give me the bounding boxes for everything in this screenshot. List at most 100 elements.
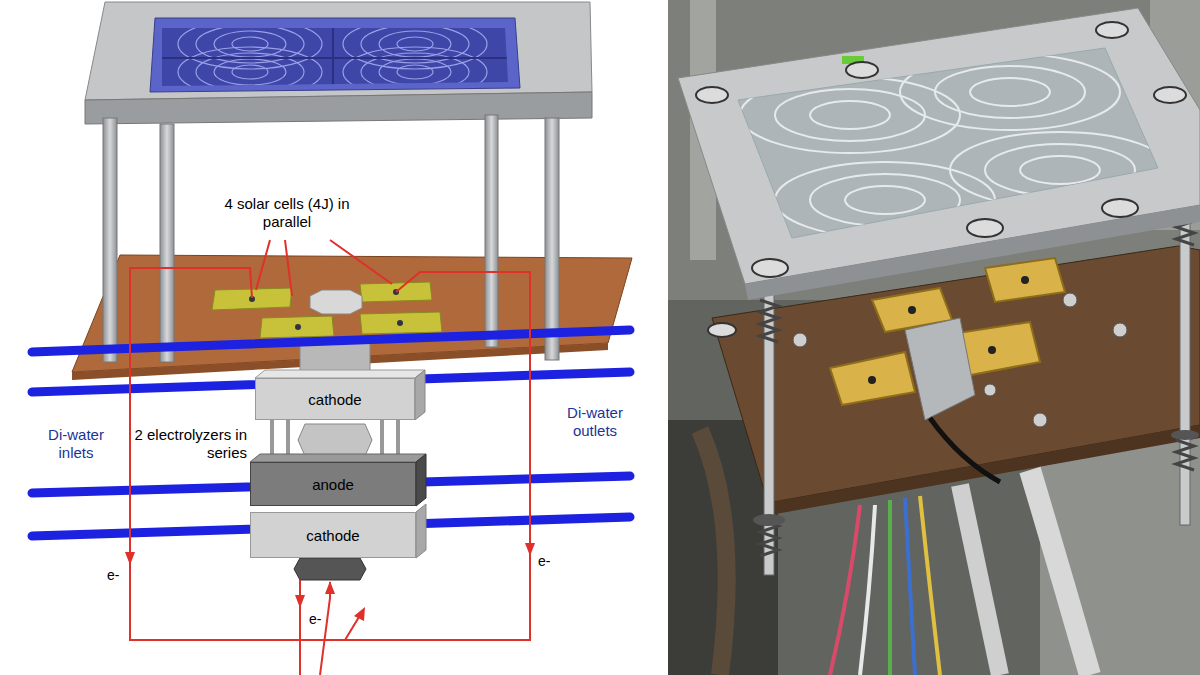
fresnel-lens <box>397 37 433 51</box>
electron-flow-label: e- <box>537 552 551 570</box>
photo-bolt <box>967 219 1003 237</box>
photo-top-plate <box>900 54 1120 130</box>
fresnel-lens <box>379 59 451 85</box>
solar-cell <box>295 324 301 330</box>
electron-flow-label: e- <box>106 566 120 584</box>
photo-top-plate <box>740 54 1170 238</box>
photo-top-plate <box>970 78 1050 106</box>
photo-bolt <box>1096 22 1128 38</box>
concentrator-plate <box>150 18 520 92</box>
photo-mount <box>905 318 975 420</box>
fresnel-lens <box>162 57 508 59</box>
water-pipe <box>32 476 630 493</box>
photo-bolt <box>696 22 1186 337</box>
photo-bolt <box>1102 199 1138 217</box>
wire <box>256 240 270 290</box>
support-leg <box>160 124 174 362</box>
wire <box>345 272 530 640</box>
photo-rod <box>753 514 785 526</box>
photo-mount <box>793 293 1127 482</box>
photo-cables <box>700 430 1090 675</box>
photo-top-plate <box>1020 156 1100 184</box>
electrode-block: cathode <box>250 512 416 558</box>
concentrator-plate <box>162 28 508 86</box>
photo-mount <box>984 384 996 396</box>
electrode-block: anode <box>250 462 416 506</box>
photo-cables <box>960 485 1000 675</box>
photo-cables <box>700 430 727 675</box>
photo-cables <box>830 505 860 675</box>
concentrator-plate <box>85 2 592 100</box>
callout-label: Di-water outlets <box>552 404 638 440</box>
photo-solar-cell <box>985 258 1065 302</box>
photo-top-plate <box>740 77 960 153</box>
fresnel-lens <box>178 19 322 69</box>
photo-mount <box>1113 323 1127 337</box>
fresnel-lens <box>162 19 508 97</box>
solar-cell <box>212 282 442 338</box>
wire <box>130 240 530 675</box>
photo-top-plate <box>678 8 1200 284</box>
fresnel-lens <box>343 47 487 97</box>
photo-top-plate <box>775 162 995 238</box>
photo-cables <box>888 500 892 675</box>
water-pipe <box>32 330 630 536</box>
photo-rod <box>760 300 778 342</box>
photo-mount <box>1063 293 1077 307</box>
wire <box>130 268 362 640</box>
photo-top-plate <box>678 8 1200 300</box>
wire <box>299 580 301 675</box>
photo-top-plate <box>810 174 960 226</box>
photo-solar-cell <box>1021 276 1029 284</box>
photo-cables <box>860 505 875 675</box>
photo-cables <box>905 498 915 675</box>
electrolyzer-stack <box>415 370 425 420</box>
photo-top-plate <box>845 186 925 214</box>
electrolyzer-stack <box>250 454 426 462</box>
photo-cables <box>1030 470 1090 675</box>
support-leg <box>545 118 559 360</box>
solar-cell <box>397 320 403 326</box>
photo-bolt <box>752 259 788 277</box>
photo-mount <box>930 418 1000 482</box>
photo-background <box>668 0 1200 675</box>
electrode-label: cathode <box>308 391 361 408</box>
support-leg <box>103 115 559 362</box>
electrolyzer-stack <box>250 370 426 580</box>
photo-rod <box>1171 430 1199 440</box>
photo-top-plate <box>810 101 890 129</box>
electrode-label: cathode <box>306 527 359 544</box>
photo-top-plate <box>738 48 1158 238</box>
photo-rod <box>1180 205 1190 525</box>
hex-mount <box>310 290 362 314</box>
fresnel-lens <box>232 37 268 51</box>
fresnel-lens <box>214 59 286 85</box>
photo-bolt <box>708 323 736 337</box>
support-leg <box>485 115 498 347</box>
photo-mount <box>793 333 807 347</box>
photo-solar-cell <box>868 376 876 384</box>
callout-label: 2 electrolyzers in series <box>133 426 247 462</box>
electrolyzer-stack <box>294 558 366 580</box>
concentrator-plate <box>85 2 592 124</box>
electrode-block: cathode <box>255 378 415 420</box>
electrolyzer-stack <box>416 504 426 558</box>
electrolyzer-stack <box>298 424 372 456</box>
callout-label: Di-water inlets <box>36 426 116 462</box>
solar-cell <box>260 316 334 338</box>
photo-solar-cell <box>988 346 996 354</box>
arrowhead <box>525 543 535 556</box>
solar-cell <box>360 312 442 334</box>
fresnel-lens <box>232 65 268 79</box>
photo-top-plate <box>935 66 1085 118</box>
photo-solar-cell <box>908 306 916 314</box>
concentrator-plate <box>85 92 592 124</box>
photo-bolt <box>846 62 878 78</box>
support-leg <box>103 118 117 362</box>
arrowhead <box>325 581 335 594</box>
electron-flow-label: e- <box>308 610 322 628</box>
photo-top-plate <box>950 132 1170 208</box>
electrolyzer-stack <box>255 370 425 378</box>
